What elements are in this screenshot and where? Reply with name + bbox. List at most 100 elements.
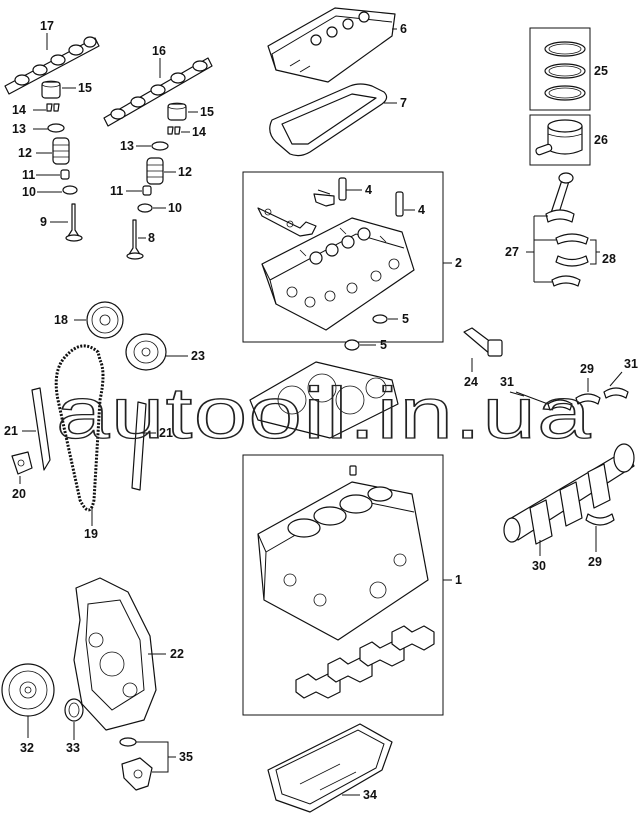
callout-17: 17 [40, 19, 54, 33]
piston-rings-box [529, 27, 591, 111]
valve-seal-right [142, 185, 152, 196]
intake-camshaft [4, 36, 100, 95]
callout-34: 34 [363, 788, 377, 802]
valve-retainer-right [151, 141, 169, 151]
cylinder-head-group-box [242, 171, 444, 343]
valve-lifter-left [41, 80, 61, 99]
callout-5: 5 [402, 312, 409, 326]
callout-16: 16 [152, 44, 166, 58]
callout-5: 5 [380, 338, 387, 352]
front-crank-seal [64, 698, 84, 722]
callout-4: 4 [418, 203, 425, 217]
valve-keeper-left [46, 103, 60, 112]
callout-26: 26 [594, 133, 608, 147]
callout-31: 31 [500, 375, 514, 389]
callout-32: 32 [20, 741, 34, 755]
callout-23: 23 [191, 349, 205, 363]
callout-10: 10 [168, 201, 182, 215]
timing-chain [54, 344, 105, 512]
callouts: 17 15 14 13 12 11 10 9 16 15 14 13 12 11… [4, 19, 638, 802]
callout-28: 28 [602, 252, 616, 266]
head-bolt-a [338, 177, 347, 201]
callout-30: 30 [532, 559, 546, 573]
piston-box [529, 114, 591, 166]
callout-13: 13 [120, 139, 134, 153]
callout-12: 12 [18, 146, 32, 160]
valve-spring-right [146, 157, 164, 185]
valve-cover [267, 7, 396, 83]
valve-keeper-right [167, 126, 181, 135]
main-bearing-upper-b [575, 393, 601, 405]
callout-21: 21 [159, 426, 173, 440]
head-bolt-b [395, 191, 404, 217]
oil-pump-component [121, 757, 153, 791]
callout-9: 9 [40, 215, 47, 229]
callout-20: 20 [12, 487, 26, 501]
callout-18: 18 [54, 313, 68, 327]
callout-13: 13 [12, 122, 26, 136]
pump-o-ring [119, 737, 137, 747]
callout-21: 21 [4, 424, 18, 438]
spring-seat-right [137, 203, 153, 213]
callout-22: 22 [170, 647, 184, 661]
callout-12: 12 [178, 165, 192, 179]
sensor [463, 327, 503, 357]
oil-pan [267, 723, 393, 813]
valve-lifter-right [167, 102, 187, 121]
rocker-carrier [257, 207, 317, 237]
cylinder-block-group-box [242, 454, 444, 716]
callout-11: 11 [22, 168, 35, 182]
connecting-rod [545, 172, 575, 223]
spring-seat-left [62, 185, 78, 195]
crank-pulley [1, 663, 55, 717]
callout-33: 33 [66, 741, 80, 755]
piston-and-pin [535, 119, 583, 156]
callout-14: 14 [192, 125, 206, 139]
head-gasket [249, 361, 399, 439]
chain-tensioner [11, 451, 33, 475]
main-bearing-upper-a [547, 399, 573, 411]
cam-bracket [313, 193, 335, 207]
callout-4: 4 [365, 183, 372, 197]
cylinder-head [261, 217, 415, 331]
piston-rings [544, 41, 586, 101]
callout-29: 29 [588, 555, 602, 569]
vvt-actuator [125, 333, 167, 371]
main-bearing-upper-c [603, 387, 629, 399]
callout-7: 7 [400, 96, 407, 110]
callout-29: 29 [580, 362, 594, 376]
chain-guide-right [131, 401, 147, 491]
callout-2: 2 [455, 256, 462, 270]
callout-19: 19 [84, 527, 98, 541]
valve-cover-gasket [269, 83, 388, 157]
callout-24: 24 [464, 375, 478, 389]
callout-10: 10 [22, 185, 36, 199]
main-bearing-caps [295, 625, 435, 699]
head-plug-b [344, 339, 360, 351]
callout-35: 35 [179, 750, 193, 764]
watermark: autooil.in.ua [56, 374, 592, 454]
valve-seal-left [60, 169, 70, 180]
rod-bearings [551, 233, 589, 287]
callout-25: 25 [594, 64, 608, 78]
callout-8: 8 [148, 231, 155, 245]
chain-guide-left [31, 387, 51, 471]
valve-spring-left [52, 137, 70, 165]
callout-15: 15 [78, 81, 92, 95]
valve-retainer-left [47, 123, 65, 133]
callout-11: 11 [110, 184, 123, 198]
crankshaft [503, 443, 635, 545]
timing-cover [73, 577, 157, 731]
cam-sprocket [86, 301, 124, 339]
valve-right [126, 219, 144, 260]
leader-lines [19, 28, 623, 796]
valve-left [65, 203, 83, 242]
cylinder-block [257, 465, 429, 641]
callout-1: 1 [455, 573, 462, 587]
main-bearing-lower [585, 513, 615, 526]
head-plug-a [372, 314, 388, 324]
callout-27: 27 [505, 245, 519, 259]
callout-6: 6 [400, 22, 407, 36]
callout-15: 15 [200, 105, 214, 119]
